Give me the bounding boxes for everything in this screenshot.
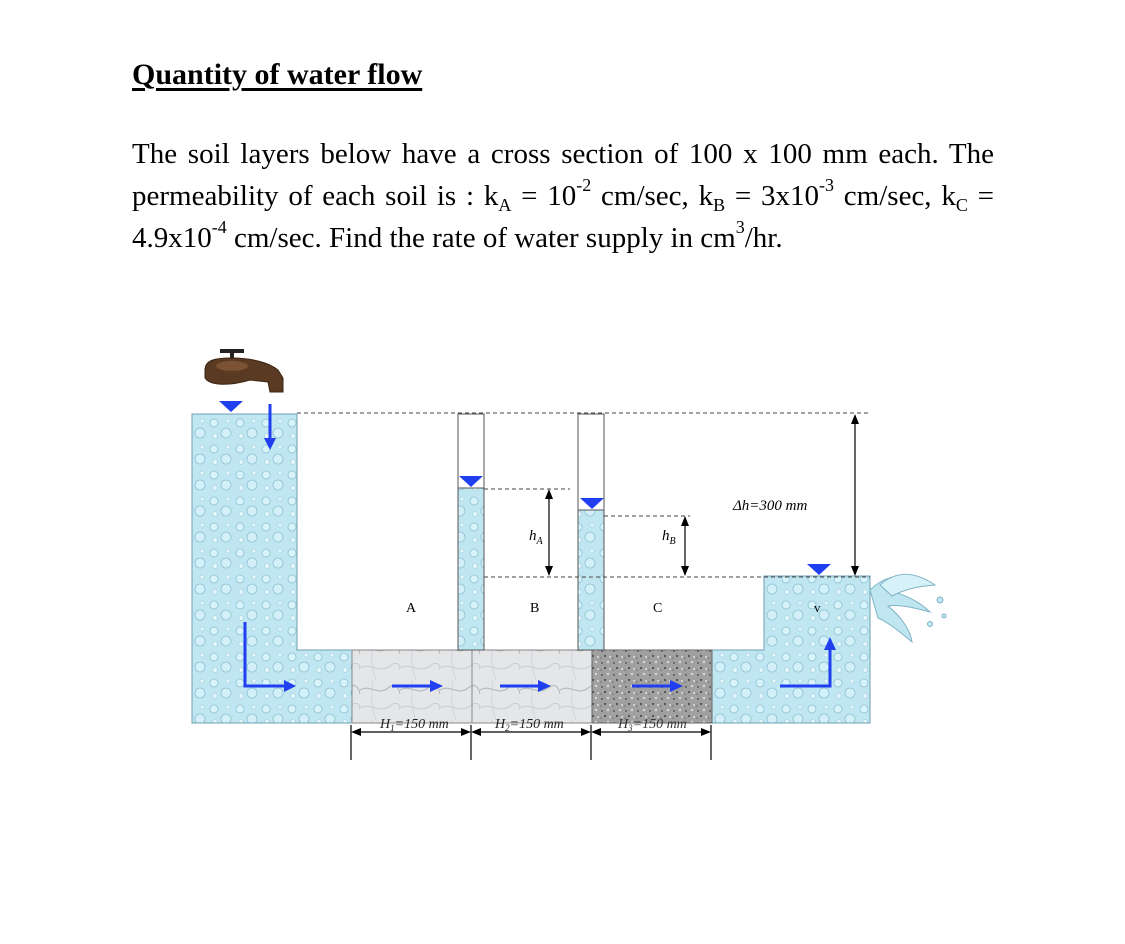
flow-arrow-icon (824, 637, 836, 650)
water-level-triangle-icon (459, 476, 483, 487)
H1-label: H1=150 mm (379, 717, 449, 733)
hB-label: hB (662, 528, 676, 547)
flow-arrow-icon (243, 622, 286, 688)
H3-label: H3=150 mm (617, 717, 687, 733)
left-reservoir-water (191, 413, 353, 724)
piezometer-water-a (457, 487, 485, 651)
head-loss-label: Δh=300 mm (732, 498, 808, 514)
flow-arrow-icon (264, 438, 276, 450)
flow-arrow-icon (538, 680, 551, 692)
flow-arrow-icon (670, 680, 683, 692)
page-title: Quantity of water flow (132, 58, 423, 91)
right-reservoir-water (711, 575, 871, 724)
problem-statement: The soil layers below have a cross secti… (132, 138, 994, 254)
hA-label: hA (529, 528, 544, 547)
water-splash-icon (869, 573, 947, 644)
soil-a-label: A (406, 601, 417, 616)
sample-length-dimensions (350, 725, 712, 760)
flow-arrow-icon (780, 648, 832, 688)
faucet-icon (204, 349, 284, 393)
piezometer-water-b (577, 509, 605, 651)
soil-b-label: B (530, 601, 539, 616)
soil-c-label: C (653, 601, 662, 616)
outlet-velocity-label: v (814, 600, 821, 615)
flow-arrow-icon (284, 680, 296, 692)
water-level-triangle-icon (580, 498, 604, 509)
problem-line-1: The soil layers below have a cross secti… (132, 138, 868, 170)
water-level-triangle-icon (219, 401, 243, 412)
H2-label: H2=150 mm (494, 717, 564, 733)
water-level-triangle-icon (807, 564, 831, 575)
flow-arrow-icon (430, 680, 443, 692)
